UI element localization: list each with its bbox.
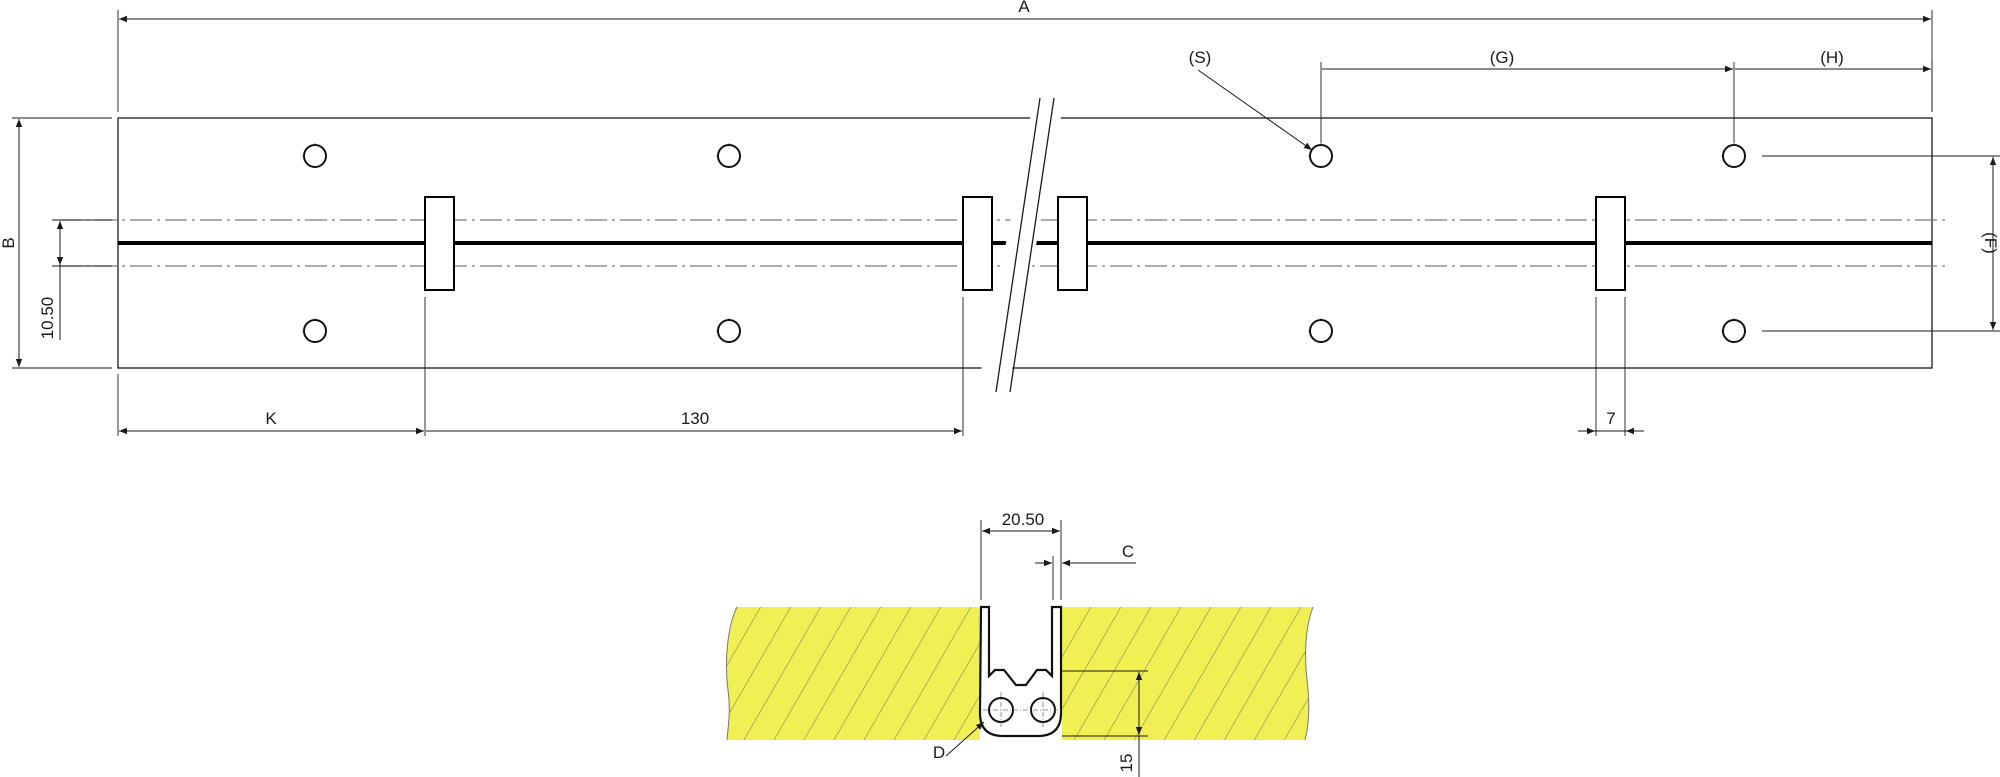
dimension-label-g: (G): [1490, 48, 1515, 67]
screw-hole: [302, 318, 328, 344]
break-line: [1009, 97, 1055, 393]
screw-hole: [1721, 318, 1747, 344]
dimension-label-c: C: [1122, 542, 1134, 561]
screw-hole: [1308, 318, 1334, 344]
screw-hole: [716, 143, 742, 169]
dimension-label-h: (H): [1820, 48, 1844, 67]
leader-s: [1197, 69, 1313, 151]
screw-hole: [302, 143, 328, 169]
dimension-label-d: D: [933, 743, 945, 762]
dimension-label-b: B: [0, 237, 18, 248]
break-gap: [978, 97, 1064, 391]
dimension-label-f: (F): [1981, 232, 2000, 254]
dimension-label-k: K: [265, 409, 277, 428]
dimension-label-s: (S): [1189, 48, 1212, 67]
dimension-label-knuckle: 7: [1606, 409, 1615, 428]
knuckle: [1595, 196, 1626, 291]
dimension-label-section-width: 20.50: [1002, 510, 1045, 529]
plan-view: A B 10.50 (S) (G) (H) (F) K: [0, 0, 2000, 436]
dimension-label-offset: 10.50: [38, 297, 57, 340]
dimension-label-a: A: [1018, 0, 1030, 16]
dimension-label-depth: 15: [1117, 754, 1136, 773]
knuckle: [424, 196, 455, 291]
break-line: [995, 97, 1041, 393]
knuckle: [962, 196, 993, 291]
knuckle: [1057, 196, 1088, 291]
section-view: 20.50 C D 15: [725, 510, 1314, 777]
dimension-label-pitch: 130: [681, 409, 709, 428]
leader-d: [945, 721, 985, 757]
screw-hole: [1721, 143, 1747, 169]
screw-hole: [1308, 143, 1334, 169]
screw-hole: [716, 318, 742, 344]
screw-hole-group: [302, 143, 1747, 344]
